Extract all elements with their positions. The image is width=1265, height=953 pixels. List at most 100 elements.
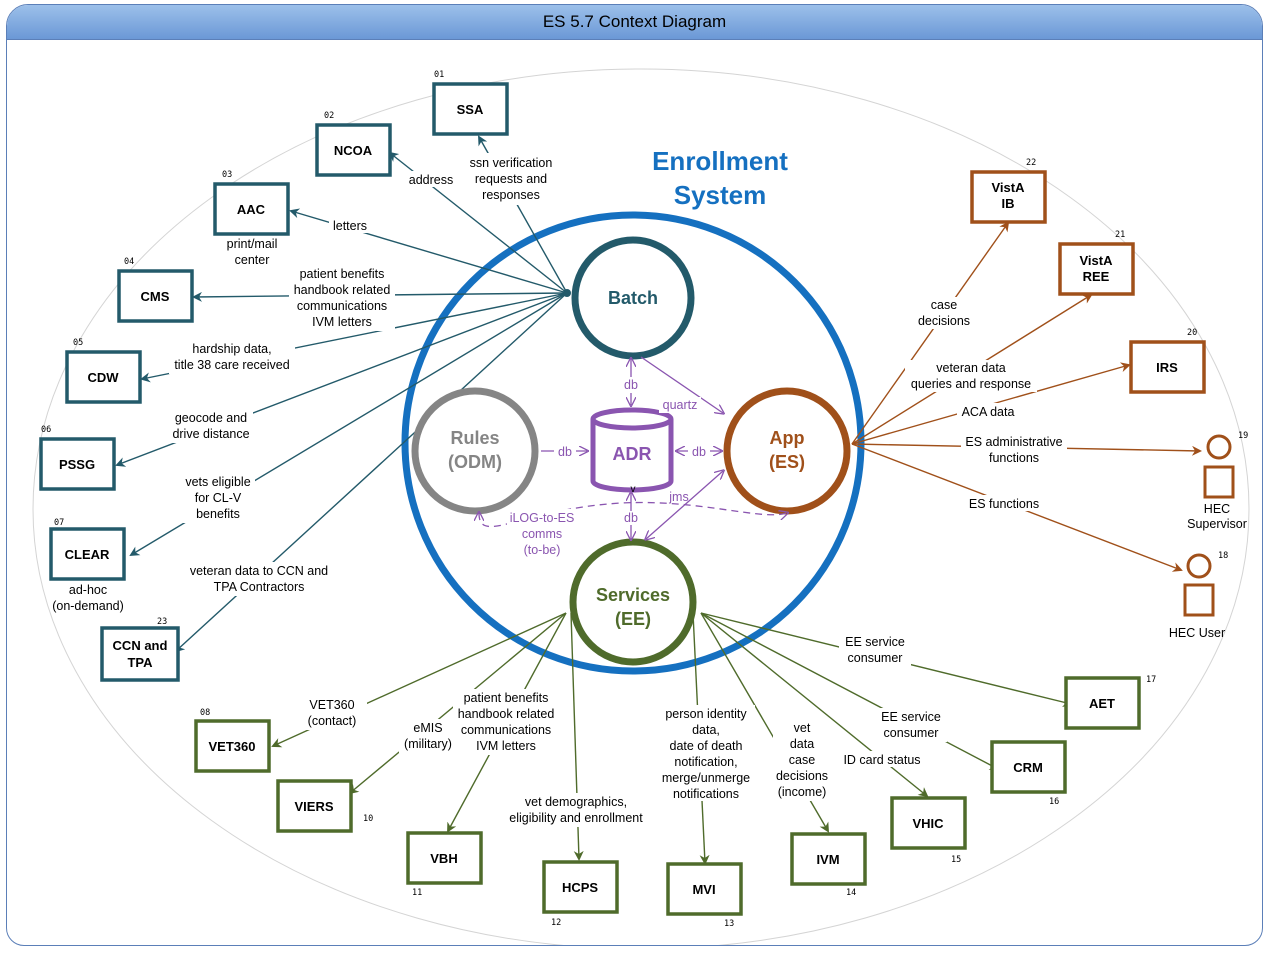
crm-number: 16	[1049, 797, 1059, 807]
app-label: App	[770, 428, 805, 448]
vhic-label: VHIC	[912, 816, 944, 831]
vhic-flow: ID card status	[843, 753, 920, 767]
cdw-flow-line2: title 38 care received	[174, 358, 289, 372]
hcps-flow-line1: vet demographics,	[525, 795, 627, 809]
clear-flow-line1: vets eligible	[185, 475, 250, 489]
irs-flow: ACA data	[962, 405, 1015, 419]
vista-ib-label-line2: IB	[1002, 196, 1015, 211]
app-sublabel: (ES)	[769, 452, 805, 472]
vista-ree-label-line2: REE	[1083, 269, 1110, 284]
vista-ib-number: 22	[1026, 158, 1036, 168]
vet360-flow-line1: VET360	[309, 698, 354, 712]
ssa-flow-line3: responses	[482, 188, 540, 202]
crm-flow-line1: EE service	[881, 710, 941, 724]
rules-label: Rules	[450, 428, 499, 448]
viers-number: 10	[363, 814, 373, 824]
adr-label: ADR	[613, 444, 652, 464]
vista-ib-box: VistA IB 22	[970, 158, 1047, 224]
diagram-window: ES 5.7 Context Diagram Enrollment System	[6, 4, 1263, 946]
vbh-flow-line3: communications	[461, 723, 551, 737]
hec-supervisor-number: 19	[1238, 431, 1248, 441]
vbh-label: VBH	[430, 851, 457, 866]
viers-label: VIERS	[294, 799, 333, 814]
aet-box: AET 17	[1064, 675, 1156, 730]
hec-user-label: HEC User	[1169, 626, 1225, 640]
vbh-flow-line2: handbook related	[458, 707, 555, 721]
vista-ib-flow-line1: case	[931, 298, 957, 312]
vbh-flow-line1: patient benefits	[464, 691, 549, 705]
ccn-label-line2: TPA	[127, 655, 153, 670]
mvi-flow-line6: notifications	[673, 787, 739, 801]
irs-number: 20	[1187, 328, 1197, 338]
irs-label: IRS	[1156, 360, 1178, 375]
ssa-flow-line1: ssn verification	[470, 156, 553, 170]
hcps-number: 12	[551, 918, 561, 928]
mvi-flow-line2: data,	[692, 723, 720, 737]
aac-box: AAC 03 print/mail center	[213, 170, 290, 267]
crm-label: CRM	[1013, 760, 1043, 775]
ivm-box: IVM 14	[790, 832, 867, 898]
viers-flow-line2: (military)	[404, 737, 452, 751]
vet360-number: 08	[200, 708, 210, 718]
ilog-label-line3: (to-be)	[524, 543, 561, 557]
context-diagram: Enrollment System	[32, 68, 1250, 945]
clear-label: CLEAR	[65, 547, 110, 562]
pssg-number: 06	[41, 425, 51, 435]
vet360-flow-line2: (contact)	[308, 714, 357, 728]
ivm-number: 14	[846, 888, 856, 898]
hec-supervisor-label-line2: Supervisor	[1187, 517, 1247, 531]
cms-label: CMS	[141, 289, 170, 304]
quartz-label: quartz	[663, 398, 698, 412]
pssg-box: PSSG 06	[39, 425, 116, 491]
cms-number: 04	[124, 257, 134, 267]
ssa-number: 01	[434, 70, 444, 80]
aet-flow-line1: EE service	[845, 635, 905, 649]
pssg-flow-line2: drive distance	[172, 427, 249, 441]
vet360-label: VET360	[209, 739, 256, 754]
mvi-flow-line4: notification,	[674, 755, 737, 769]
vista-ree-flow-line2: queries and response	[911, 377, 1031, 391]
mvi-flow-line3: date of death	[670, 739, 743, 753]
crm-flow-line2: consumer	[884, 726, 939, 740]
hec-supervisor-flow-line1: ES administrative	[965, 435, 1062, 449]
ssa-label: SSA	[457, 102, 484, 117]
crm-box: CRM 16	[990, 740, 1067, 807]
ccn-label-line1: CCN and	[113, 638, 168, 653]
aac-sublabel-line2: center	[235, 253, 270, 267]
viers-box: VIERS 10	[276, 779, 373, 833]
vista-ree-label-line1: VistA	[1080, 253, 1114, 268]
system-title-line1: Enrollment	[652, 146, 788, 176]
cms-flow-line4: IVM letters	[312, 315, 372, 329]
ncoa-flow: address	[409, 173, 453, 187]
pssg-label: PSSG	[59, 457, 95, 472]
clear-box: CLEAR 07 ad-hoc (on-demand)	[49, 518, 126, 613]
services-label: Services	[596, 585, 670, 605]
cdw-label: CDW	[87, 370, 119, 385]
vista-ree-flow-line1: veteran data	[936, 361, 1006, 375]
jms-label: jms	[668, 490, 688, 504]
hec-supervisor-label-line1: HEC	[1204, 502, 1230, 516]
pssg-flow-line1: geocode and	[175, 411, 247, 425]
vista-ib-label-line1: VistA	[992, 180, 1026, 195]
db-rules-label: db	[558, 445, 572, 459]
ivm-flow-line5: (income)	[778, 785, 827, 799]
vhic-number: 15	[951, 855, 961, 865]
clear-flow-line3: benefits	[196, 507, 240, 521]
cms-flow-line1: patient benefits	[300, 267, 385, 281]
cms-box: CMS 04	[117, 257, 194, 323]
services-component	[569, 538, 697, 666]
ivm-label: IVM	[816, 852, 839, 867]
clear-sublabel-line1: ad-hoc	[69, 583, 107, 597]
system-title-line2: System	[674, 180, 767, 210]
rules-sublabel: (ODM)	[448, 452, 502, 472]
ssa-flow-line2: requests and	[475, 172, 547, 186]
vbh-number: 11	[412, 888, 422, 898]
services-sublabel: (EE)	[615, 609, 651, 629]
vet360-box: VET360 08	[194, 708, 271, 773]
ilog-label-line2: comms	[522, 527, 562, 541]
db-batch-label: db	[624, 378, 638, 392]
db-app-label: db	[692, 445, 706, 459]
ivm-flow-line2: data	[790, 737, 814, 751]
window-title: ES 5.7 Context Diagram	[7, 5, 1262, 40]
vista-ree-number: 21	[1115, 230, 1125, 240]
